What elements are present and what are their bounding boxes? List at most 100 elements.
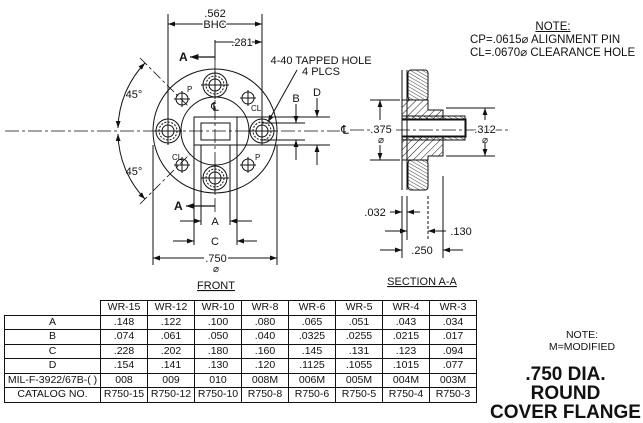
table-cell: 005M: [335, 372, 383, 388]
section-mark-bottom: A: [174, 199, 183, 213]
col-header: WR-5: [335, 300, 383, 316]
table-cell: .122: [147, 314, 195, 330]
clearance-label-upper: CL: [251, 104, 262, 113]
thread-lower: [407, 159, 429, 191]
spec-table: WR-15 WR-12 WR-10 WR-8 WR-6 WR-5 WR-4 WR…: [4, 300, 477, 403]
section-mark-top: A: [179, 50, 188, 64]
table-header-row: WR-15 WR-12 WR-10 WR-8 WR-6 WR-5 WR-4 WR…: [4, 300, 477, 316]
clearance-hole-lower-left: [174, 157, 190, 173]
table-cell: 003M: [429, 372, 477, 388]
outer-dia-symbol: ⌀: [378, 135, 384, 146]
table-cell: 010: [194, 372, 242, 388]
table-corner: [4, 300, 101, 316]
row-label: CATALOG NO.: [4, 387, 101, 403]
dim-d-label: D: [313, 87, 321, 99]
note-line-cp: CP=.0615⌀ ALIGNMENT PIN: [470, 34, 621, 46]
pin-hole-upper-left: [174, 91, 190, 107]
table-cell: 006M: [288, 372, 336, 388]
pin-hole-lower-right: [240, 157, 256, 173]
table-cell: .180: [194, 343, 242, 359]
table-cell: .051: [335, 314, 383, 330]
centerline-mark: ℄: [210, 100, 219, 114]
waveguide-aperture: [200, 122, 231, 141]
dim-a-label: A: [211, 216, 219, 228]
col-header: WR-3: [429, 300, 477, 316]
drawing-title: .750 DIA. ROUND COVER FLANGE: [488, 365, 643, 422]
technical-drawing: .562 BHC .281 A A 45° 45° ℄ P CL CL P A …: [5, 8, 510, 292]
table-cell: .074: [100, 329, 148, 345]
note-line-cl: CL=.0670⌀ CLEARANCE HOLE: [470, 47, 636, 59]
col-header: WR-6: [288, 300, 336, 316]
inner-dia-value: .312: [474, 124, 495, 136]
table-cell: .228: [100, 343, 148, 359]
dim-b-label: B: [292, 93, 299, 105]
table-cell: 008: [100, 372, 148, 388]
table-cell: .017: [429, 329, 477, 345]
table-cell: R750-15: [100, 387, 148, 403]
table-cell: .141: [147, 358, 195, 374]
table-cell: .077: [429, 358, 477, 374]
col-header: WR-4: [382, 300, 430, 316]
bhc-label: BHC: [203, 19, 226, 31]
table-cell: .080: [241, 314, 289, 330]
table-cell: .154: [100, 358, 148, 374]
table-row: A .148 .122 .100 .080 .065 .051 .043 .03…: [4, 314, 477, 330]
section-view-label: SECTION A-A: [387, 276, 457, 288]
table-cell: .148: [100, 314, 148, 330]
angle-lower: 45°: [126, 166, 143, 178]
title-line-1: .750 DIA. ROUND: [525, 364, 606, 404]
table-cell: 009: [147, 372, 195, 388]
tapped-hole-bottom: [201, 164, 229, 192]
table-cell: .043: [382, 314, 430, 330]
offset-dim: .281: [231, 37, 252, 49]
tapped-hole-right: [248, 117, 276, 145]
table-cell: .145: [288, 343, 336, 359]
table-cell: .160: [241, 343, 289, 359]
note-modified-heading: NOTE:: [565, 329, 599, 341]
angle-upper: 45°: [126, 89, 143, 101]
table-cell: .100: [194, 314, 242, 330]
table-row: B .074 .061 .050 .040 .0325 .0255 .0215 …: [4, 329, 477, 345]
dim-c-label: C: [211, 236, 219, 248]
front-view-label: FRONT: [197, 280, 235, 292]
section-centerline-mark: ℄: [340, 123, 349, 137]
table-cell: 004M: [382, 372, 430, 388]
table-cell: .130: [194, 358, 242, 374]
tapped-hole-top: [201, 71, 229, 99]
col-header: WR-12: [147, 300, 195, 316]
dim-130: .130: [450, 226, 471, 238]
table-cell: .040: [241, 329, 289, 345]
col-header: WR-10: [194, 300, 242, 316]
diameter-value: .750: [205, 253, 226, 265]
clearance-hole-upper-right: [240, 90, 256, 106]
note-modified: NOTE: M=MODIFIED: [532, 329, 632, 353]
table-cell: .1015: [382, 358, 430, 374]
title-line-2: COVER FLANGE: [490, 402, 641, 423]
tapped-hole-note-2: 4 PLCS: [302, 66, 340, 78]
row-label: C: [4, 343, 101, 359]
table-row: MIL-F-3922/67B-( ) 008 009 010 008M 006M…: [4, 372, 477, 388]
row-label: D: [4, 358, 101, 374]
table-cell: .034: [429, 314, 477, 330]
dim-250: .250: [411, 245, 432, 257]
dim-032: .032: [364, 207, 385, 219]
tapped-hole-note-1: 4-40 TAPPED HOLE: [270, 55, 371, 67]
table-cell: R750-6: [288, 387, 336, 403]
table-cell: .0255: [335, 329, 383, 345]
table-cell: .1055: [335, 358, 383, 374]
table-cell: R750-12: [147, 387, 195, 403]
table-cell: .1125: [288, 358, 336, 374]
table-cell: .120: [241, 358, 289, 374]
clearance-label-lower: CL: [172, 153, 183, 162]
table-cell: R750-3: [429, 387, 477, 403]
table-cell: R750-8: [241, 387, 289, 403]
table-cell: .123: [382, 343, 430, 359]
front-view: [5, 14, 340, 265]
inner-dia-symbol: ⌀: [482, 135, 488, 146]
note-top-heading: NOTE:: [535, 21, 571, 33]
table-cell: .0325: [288, 329, 336, 345]
table-row: C .228 .202 .180 .160 .145 .131 .123 .09…: [4, 343, 477, 359]
pin-label-upper: P: [187, 85, 192, 94]
table-cell: .050: [194, 329, 242, 345]
table-cell: R750-4: [382, 387, 430, 403]
